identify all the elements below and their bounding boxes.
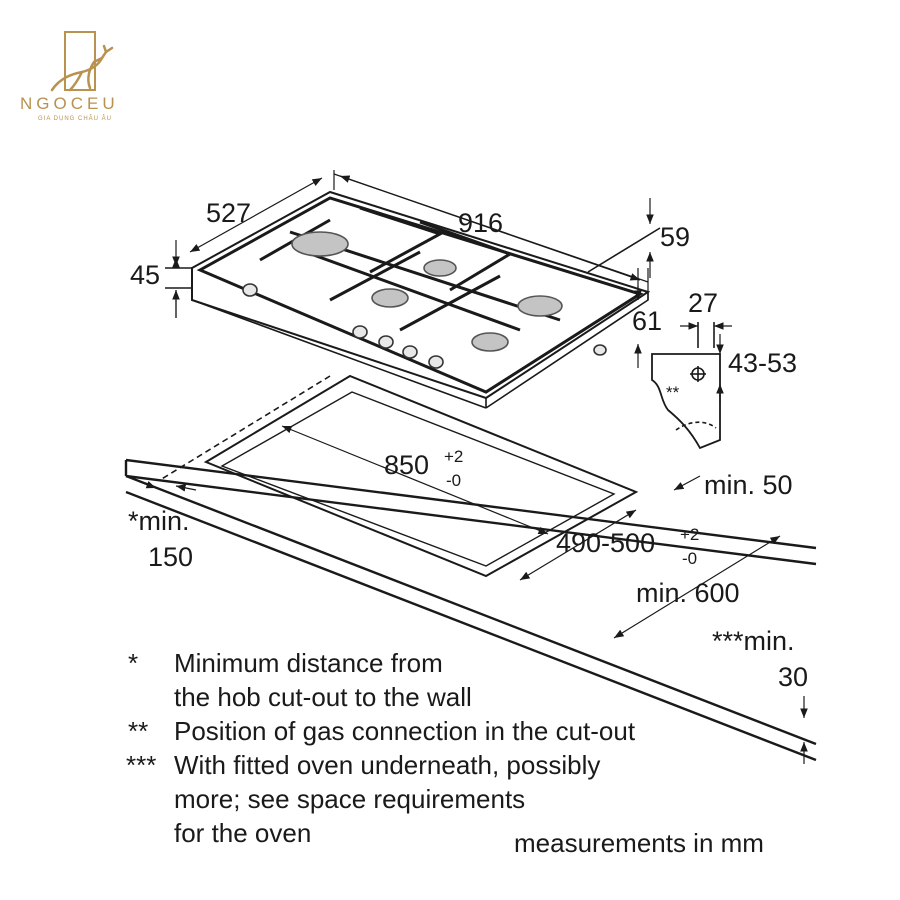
note-1-line-1: Minimum distance from xyxy=(174,648,443,678)
dim-cutout-depth: 490-500 xyxy=(556,528,655,558)
note-3-line-3: for the oven xyxy=(174,818,312,848)
dim-width: 916 xyxy=(458,208,503,238)
note-1-line-2: the hob cut-out to the wall xyxy=(174,682,472,712)
burner-wok xyxy=(291,231,349,257)
dim-bracket-width: 27 xyxy=(688,288,718,318)
burner-right xyxy=(517,295,563,317)
units-label: measurements in mm xyxy=(514,828,764,858)
dim-right-top: 59 xyxy=(660,222,690,252)
dim-depth: 527 xyxy=(206,198,251,228)
dim-min-front: min. 600 xyxy=(636,578,740,608)
brand-tagline: GIA DỤNG CHÂU ÂU xyxy=(38,116,113,122)
dim-cutout-width-minus: -0 xyxy=(446,471,461,490)
dim-bracket-height: 43-53 xyxy=(728,348,797,378)
note-2-mark: ** xyxy=(128,716,149,746)
dim-height: 45 xyxy=(130,260,160,290)
dim-min-under-1: ***min. xyxy=(712,626,795,656)
dim-min-side-2: 150 xyxy=(148,542,193,572)
gas-mark: ** xyxy=(666,383,680,402)
dim-cutout-depth-minus: -0 xyxy=(682,549,697,568)
dim-right-side: 61 xyxy=(632,306,662,336)
dim-min-side-1: *min. xyxy=(128,506,190,536)
brand-name: NGOCEU xyxy=(20,94,119,113)
dim-min-under-2: 30 xyxy=(778,662,808,692)
dim-cutout-depth-plus: +2 xyxy=(680,525,699,544)
control-knobs xyxy=(242,283,607,369)
dim-cutout-width-plus: +2 xyxy=(444,447,463,466)
dim-min-back: min. 50 xyxy=(704,470,793,500)
burner-front xyxy=(471,332,509,352)
note-2-line-1: Position of gas connection in the cut-ou… xyxy=(174,716,636,746)
brand-logo-icon xyxy=(50,31,114,92)
note-3-mark: *** xyxy=(126,750,157,780)
bracket-detail xyxy=(651,353,721,450)
note-3-line-2: more; see space requirements xyxy=(174,784,526,814)
note-1-mark: * xyxy=(128,648,139,678)
note-3-line-1: With fitted oven underneath, possibly xyxy=(174,750,601,780)
burner-rear xyxy=(423,259,457,277)
burner-mid xyxy=(371,288,409,308)
dim-cutout-width: 850 xyxy=(384,450,429,480)
